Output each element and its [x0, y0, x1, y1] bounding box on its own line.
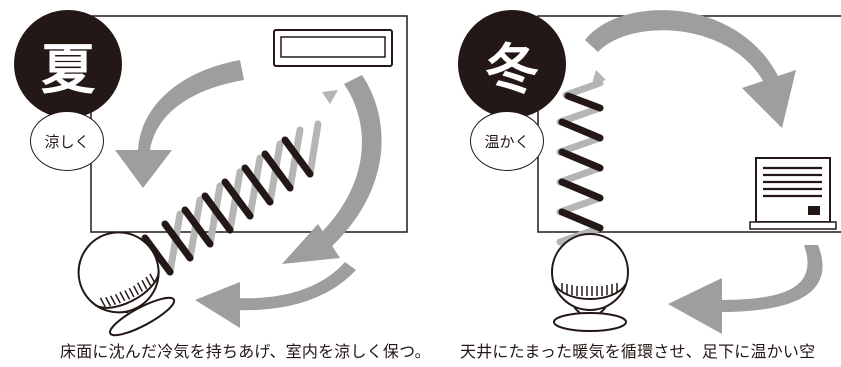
fan-icon	[77, 231, 176, 337]
airflow-spring	[141, 120, 322, 276]
mode-label-cool: 涼しく	[30, 111, 104, 171]
mode-text: 涼しく	[44, 132, 90, 151]
summer-panel: 夏 涼しく 床面に沈んだ冷気を持ちあげ、室内を涼しく保つ。	[0, 0, 420, 367]
winter-panel: 冬 温かく 天井にたまった暖気を循環させ、足下に温かい空	[420, 0, 841, 367]
season-badge-summer: 夏	[14, 10, 122, 118]
spring-arrow-head	[592, 70, 606, 84]
winter-caption: 天井にたまった暖気を循環させ、足下に温かい空	[460, 342, 816, 361]
summer-caption: 床面に沈んだ冷気を持ちあげ、室内を涼しく保つ。	[60, 342, 420, 361]
spring-arrow-head	[322, 90, 338, 104]
ceiling-arrow	[585, 10, 796, 128]
season-label: 冬	[485, 36, 539, 101]
circulation-arrow-left	[115, 60, 244, 188]
air-conditioner-icon	[273, 29, 393, 67]
fan-icon	[551, 233, 629, 332]
floor-arrow	[195, 262, 356, 328]
floor-arrow	[668, 245, 823, 334]
summer-illustration	[77, 15, 408, 337]
heater-icon	[749, 157, 837, 230]
mode-text: 温かく	[484, 132, 530, 151]
circulation-arrow-right	[282, 75, 382, 264]
season-badge-winter: 冬	[458, 10, 566, 118]
winter-illustration	[537, 10, 841, 334]
season-label: 夏	[41, 36, 95, 101]
mode-label-warm: 温かく	[470, 111, 544, 171]
